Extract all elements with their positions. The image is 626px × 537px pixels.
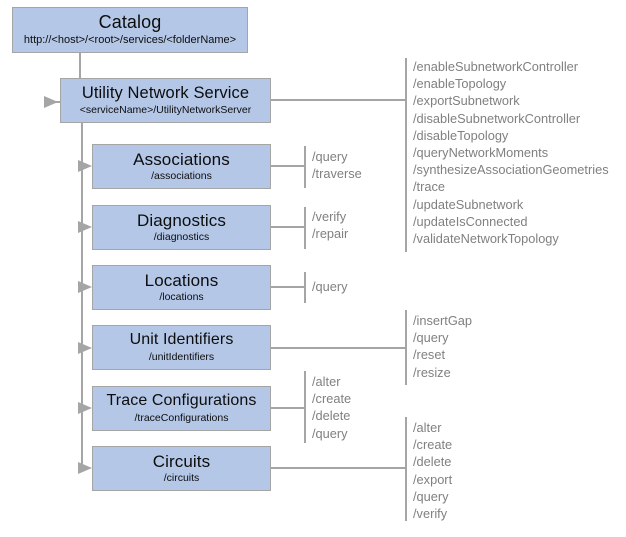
operation-item[interactable]: /enableSubnetworkController xyxy=(413,59,579,74)
operation-item[interactable]: /verify xyxy=(413,506,448,522)
arrowhead-locations xyxy=(78,281,92,293)
arrowhead-traceconfigs xyxy=(78,402,92,414)
node-trace-configurations[interactable]: Trace Configurations /traceConfiguration… xyxy=(92,386,271,431)
node-associations-subtitle: /associations xyxy=(151,170,212,183)
arrowhead-diagnostics xyxy=(78,221,92,233)
operation-item[interactable]: /alter xyxy=(413,420,442,435)
operation-item[interactable]: /query xyxy=(413,488,449,504)
operation-item[interactable]: /delete xyxy=(312,408,351,424)
operations-list-utility-network-service: /enableSubnetworkController/enableTopolo… xyxy=(413,58,609,247)
operation-item[interactable]: /query xyxy=(312,425,348,441)
node-diagnostics[interactable]: Diagnostics /diagnostics xyxy=(92,205,271,250)
operation-item[interactable]: /queryNetworkMoments xyxy=(413,145,549,161)
operation-item[interactable]: /enableTopology xyxy=(413,76,507,92)
node-circuits-title: Circuits xyxy=(152,451,211,471)
operation-item[interactable]: /export xyxy=(413,471,453,487)
operation-item[interactable]: /alter xyxy=(312,374,341,389)
arrowhead-catalog-to-uns xyxy=(44,96,58,108)
arrowhead-associations xyxy=(78,160,92,172)
operation-item[interactable]: /query xyxy=(312,149,348,164)
operation-item[interactable]: /validateNetworkTopology xyxy=(413,231,559,247)
operation-item[interactable]: /reset xyxy=(413,347,446,363)
arrowhead-unitids xyxy=(78,342,92,354)
operation-item[interactable]: /exportSubnetwork xyxy=(413,93,520,109)
node-trace-configurations-title: Trace Configurations xyxy=(106,392,257,410)
operation-item[interactable]: /insertGap xyxy=(413,313,473,328)
node-circuits-subtitle: /circuits xyxy=(163,472,200,485)
operation-item[interactable]: /create xyxy=(413,437,453,453)
operations-list-diagnostics: /verify/repair xyxy=(312,208,348,242)
node-utility-network-service-title: Utility Network Service xyxy=(81,83,250,102)
operation-item[interactable]: /query xyxy=(312,279,348,294)
node-associations[interactable]: Associations /associations xyxy=(92,144,271,189)
node-locations[interactable]: Locations /locations xyxy=(92,265,271,310)
operation-item[interactable]: /repair xyxy=(312,226,349,242)
node-utility-network-service-subtitle: <serviceName>/UtilityNetworkServer xyxy=(79,104,252,117)
node-circuits[interactable]: Circuits /circuits xyxy=(92,446,271,491)
node-unit-identifiers-subtitle: /unitIdentifiers xyxy=(148,350,215,363)
operation-item[interactable]: /updateIsConnected xyxy=(413,213,528,229)
node-catalog[interactable]: Catalog http://<host>/<root>/services/<f… xyxy=(12,7,248,53)
operations-list-associations: /query/traverse xyxy=(312,148,362,182)
operation-item[interactable]: /trace xyxy=(413,179,446,195)
node-diagnostics-title: Diagnostics xyxy=(137,210,226,230)
operation-item[interactable]: /delete xyxy=(413,454,452,470)
operation-item[interactable]: /synthesizeAssociationGeometries xyxy=(413,162,609,178)
node-utility-network-service[interactable]: Utility Network Service <serviceName>/Ut… xyxy=(60,78,271,123)
node-catalog-subtitle: http://<host>/<root>/services/<folderNam… xyxy=(23,34,237,47)
arrowhead-circuits xyxy=(78,462,92,474)
operation-item[interactable]: /create xyxy=(312,391,352,407)
node-associations-title: Associations xyxy=(133,149,230,169)
operation-item[interactable]: /disableSubnetworkController xyxy=(413,110,581,126)
node-diagnostics-subtitle: /diagnostics xyxy=(153,231,210,244)
node-locations-title: Locations xyxy=(144,270,219,290)
operations-list-circuits: /alter/create/delete/export/query/verify xyxy=(413,419,452,522)
operations-list-unit-identifiers: /insertGap/query/reset/resize xyxy=(413,312,472,381)
operation-item[interactable]: /updateSubnetwork xyxy=(413,196,524,212)
node-unit-identifiers[interactable]: Unit Identifiers /unitIdentifiers xyxy=(92,325,271,370)
node-trace-configurations-subtitle: /traceConfigurations xyxy=(134,411,229,424)
operation-item[interactable]: /query xyxy=(413,330,449,346)
node-catalog-title: Catalog xyxy=(98,12,162,33)
node-locations-subtitle: /locations xyxy=(159,291,204,304)
operation-item[interactable]: /disableTopology xyxy=(413,127,509,143)
node-unit-identifiers-title: Unit Identifiers xyxy=(129,331,234,349)
operation-item[interactable]: /resize xyxy=(413,364,451,380)
operations-list-trace-configurations: /alter/create/delete/query xyxy=(312,373,351,442)
arrowheads xyxy=(44,96,92,474)
operation-item[interactable]: /verify xyxy=(312,209,347,224)
operations-list-locations: /query xyxy=(312,278,348,295)
operation-item[interactable]: /traverse xyxy=(312,166,362,182)
